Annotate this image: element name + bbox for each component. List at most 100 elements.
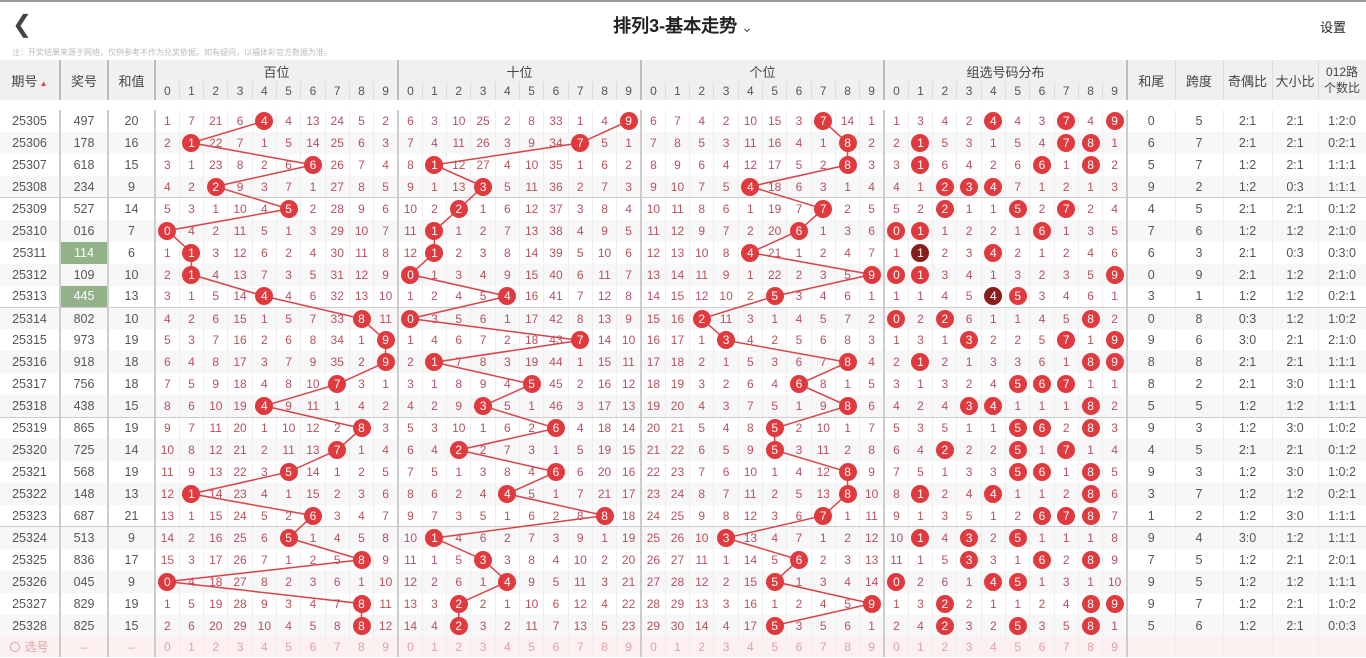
- pick-digit-button[interactable]: 3: [470, 636, 496, 657]
- big-small-cell: 2:1: [1272, 110, 1319, 132]
- pick-digit-button[interactable]: 5: [762, 636, 788, 657]
- pick-digit-button[interactable]: 9: [616, 636, 643, 657]
- units-omission-cell: 7: [713, 482, 739, 505]
- hundreds-omission-cell: 4: [252, 197, 277, 220]
- pick-digit-button[interactable]: 5: [1005, 636, 1031, 657]
- pick-digit-button[interactable]: 7: [1054, 636, 1079, 657]
- tens-hit-ball: 1: [422, 241, 448, 264]
- tens-omission-cell: 7: [495, 219, 521, 242]
- pick-label[interactable]: 选号: [0, 636, 61, 657]
- tens-omission-cell: 1: [446, 461, 472, 483]
- group-omission-cell: 4: [932, 285, 958, 308]
- pick-digit-button[interactable]: 7: [325, 636, 350, 657]
- pick-digit-button[interactable]: 9: [373, 636, 400, 657]
- pick-digit-button[interactable]: 6: [543, 636, 569, 657]
- ball-icon: 7: [328, 441, 347, 460]
- hundreds-omission-cell: 7: [179, 110, 205, 132]
- pick-digit-button[interactable]: 9: [1102, 636, 1129, 657]
- units-omission-cell: 1: [762, 307, 788, 330]
- pick-digit-button[interactable]: 8: [835, 636, 861, 657]
- pick-digit-button[interactable]: 8: [592, 636, 618, 657]
- group-omission-cell: 1: [1029, 439, 1055, 461]
- tens-omission-cell: 26: [470, 131, 496, 154]
- pick-digit-button[interactable]: 2: [203, 636, 229, 657]
- hundreds-omission-cell: 2: [155, 614, 180, 637]
- group-omission-cell: 1: [956, 197, 982, 220]
- sum-cell: 9: [108, 570, 156, 593]
- page-title[interactable]: 排列3-基本走势⌄: [613, 16, 753, 36]
- pick-digit-button[interactable]: 5: [276, 636, 302, 657]
- units-omission-cell: 7: [811, 351, 836, 374]
- pick-digit-button[interactable]: 0: [884, 636, 909, 657]
- pick-digit-button[interactable]: 8: [1078, 636, 1104, 657]
- pick-digit-button[interactable]: 8: [349, 636, 375, 657]
- group-omission-cell: 3: [1029, 285, 1055, 308]
- pick-digit-button[interactable]: 0: [641, 636, 666, 657]
- settings-button[interactable]: 设置: [1319, 20, 1346, 35]
- pick-digit-button[interactable]: 2: [689, 636, 715, 657]
- pick-digit-button[interactable]: 0: [398, 636, 423, 657]
- hundreds-digit-header: 5: [276, 82, 302, 100]
- pick-digit-button[interactable]: 1: [179, 636, 205, 657]
- pick-digit-button[interactable]: 3: [227, 636, 253, 657]
- pick-digit-button[interactable]: 1: [422, 636, 448, 657]
- pick-digit-button[interactable]: 4: [981, 636, 1007, 657]
- pick-digit-button[interactable]: 1: [665, 636, 691, 657]
- number-cell: 825: [60, 614, 109, 637]
- group-omission-cell: 6: [1005, 153, 1031, 176]
- pick-digit-button[interactable]: 4: [738, 636, 764, 657]
- col-issue[interactable]: 期号 ▲: [0, 60, 61, 100]
- pick-digit-button[interactable]: 6: [300, 636, 326, 657]
- pick-digit-button[interactable]: 2: [932, 636, 958, 657]
- tens-hit-ball: 3: [470, 395, 496, 418]
- pick-digit-button[interactable]: 6: [1029, 636, 1055, 657]
- pick-digit-button[interactable]: 3: [956, 636, 982, 657]
- group-omission-cell: 2: [908, 570, 934, 593]
- units-omission-cell: 2: [811, 241, 836, 264]
- pick-digit-button[interactable]: 7: [811, 636, 836, 657]
- pick-digit-button[interactable]: 9: [859, 636, 886, 657]
- hundreds-hit-ball: 8: [349, 614, 375, 637]
- pick-digit-button[interactable]: 0: [155, 636, 180, 657]
- odd-even-cell: 2:1: [1223, 110, 1273, 132]
- pick-digit-button[interactable]: 5: [519, 636, 545, 657]
- units-omission-cell: 10: [665, 175, 691, 199]
- units-omission-cell: 12: [738, 504, 764, 528]
- pick-digit-button[interactable]: 7: [568, 636, 593, 657]
- pick-digit-button[interactable]: 4: [495, 636, 521, 657]
- pick-digit-button[interactable]: 6: [786, 636, 812, 657]
- ball-icon: 4: [255, 287, 274, 306]
- sort-icon[interactable]: ▲: [37, 78, 48, 88]
- pick-digit-button[interactable]: 3: [713, 636, 739, 657]
- pick-digit-button[interactable]: 2: [446, 636, 472, 657]
- tens-hit-ball: 4: [495, 285, 521, 308]
- pick-digit-button[interactable]: 1: [908, 636, 934, 657]
- back-chevron-icon[interactable]: ❮: [12, 11, 33, 38]
- big-small-cell: 2:1: [1272, 439, 1319, 461]
- pick-digit-button[interactable]: 4: [252, 636, 277, 657]
